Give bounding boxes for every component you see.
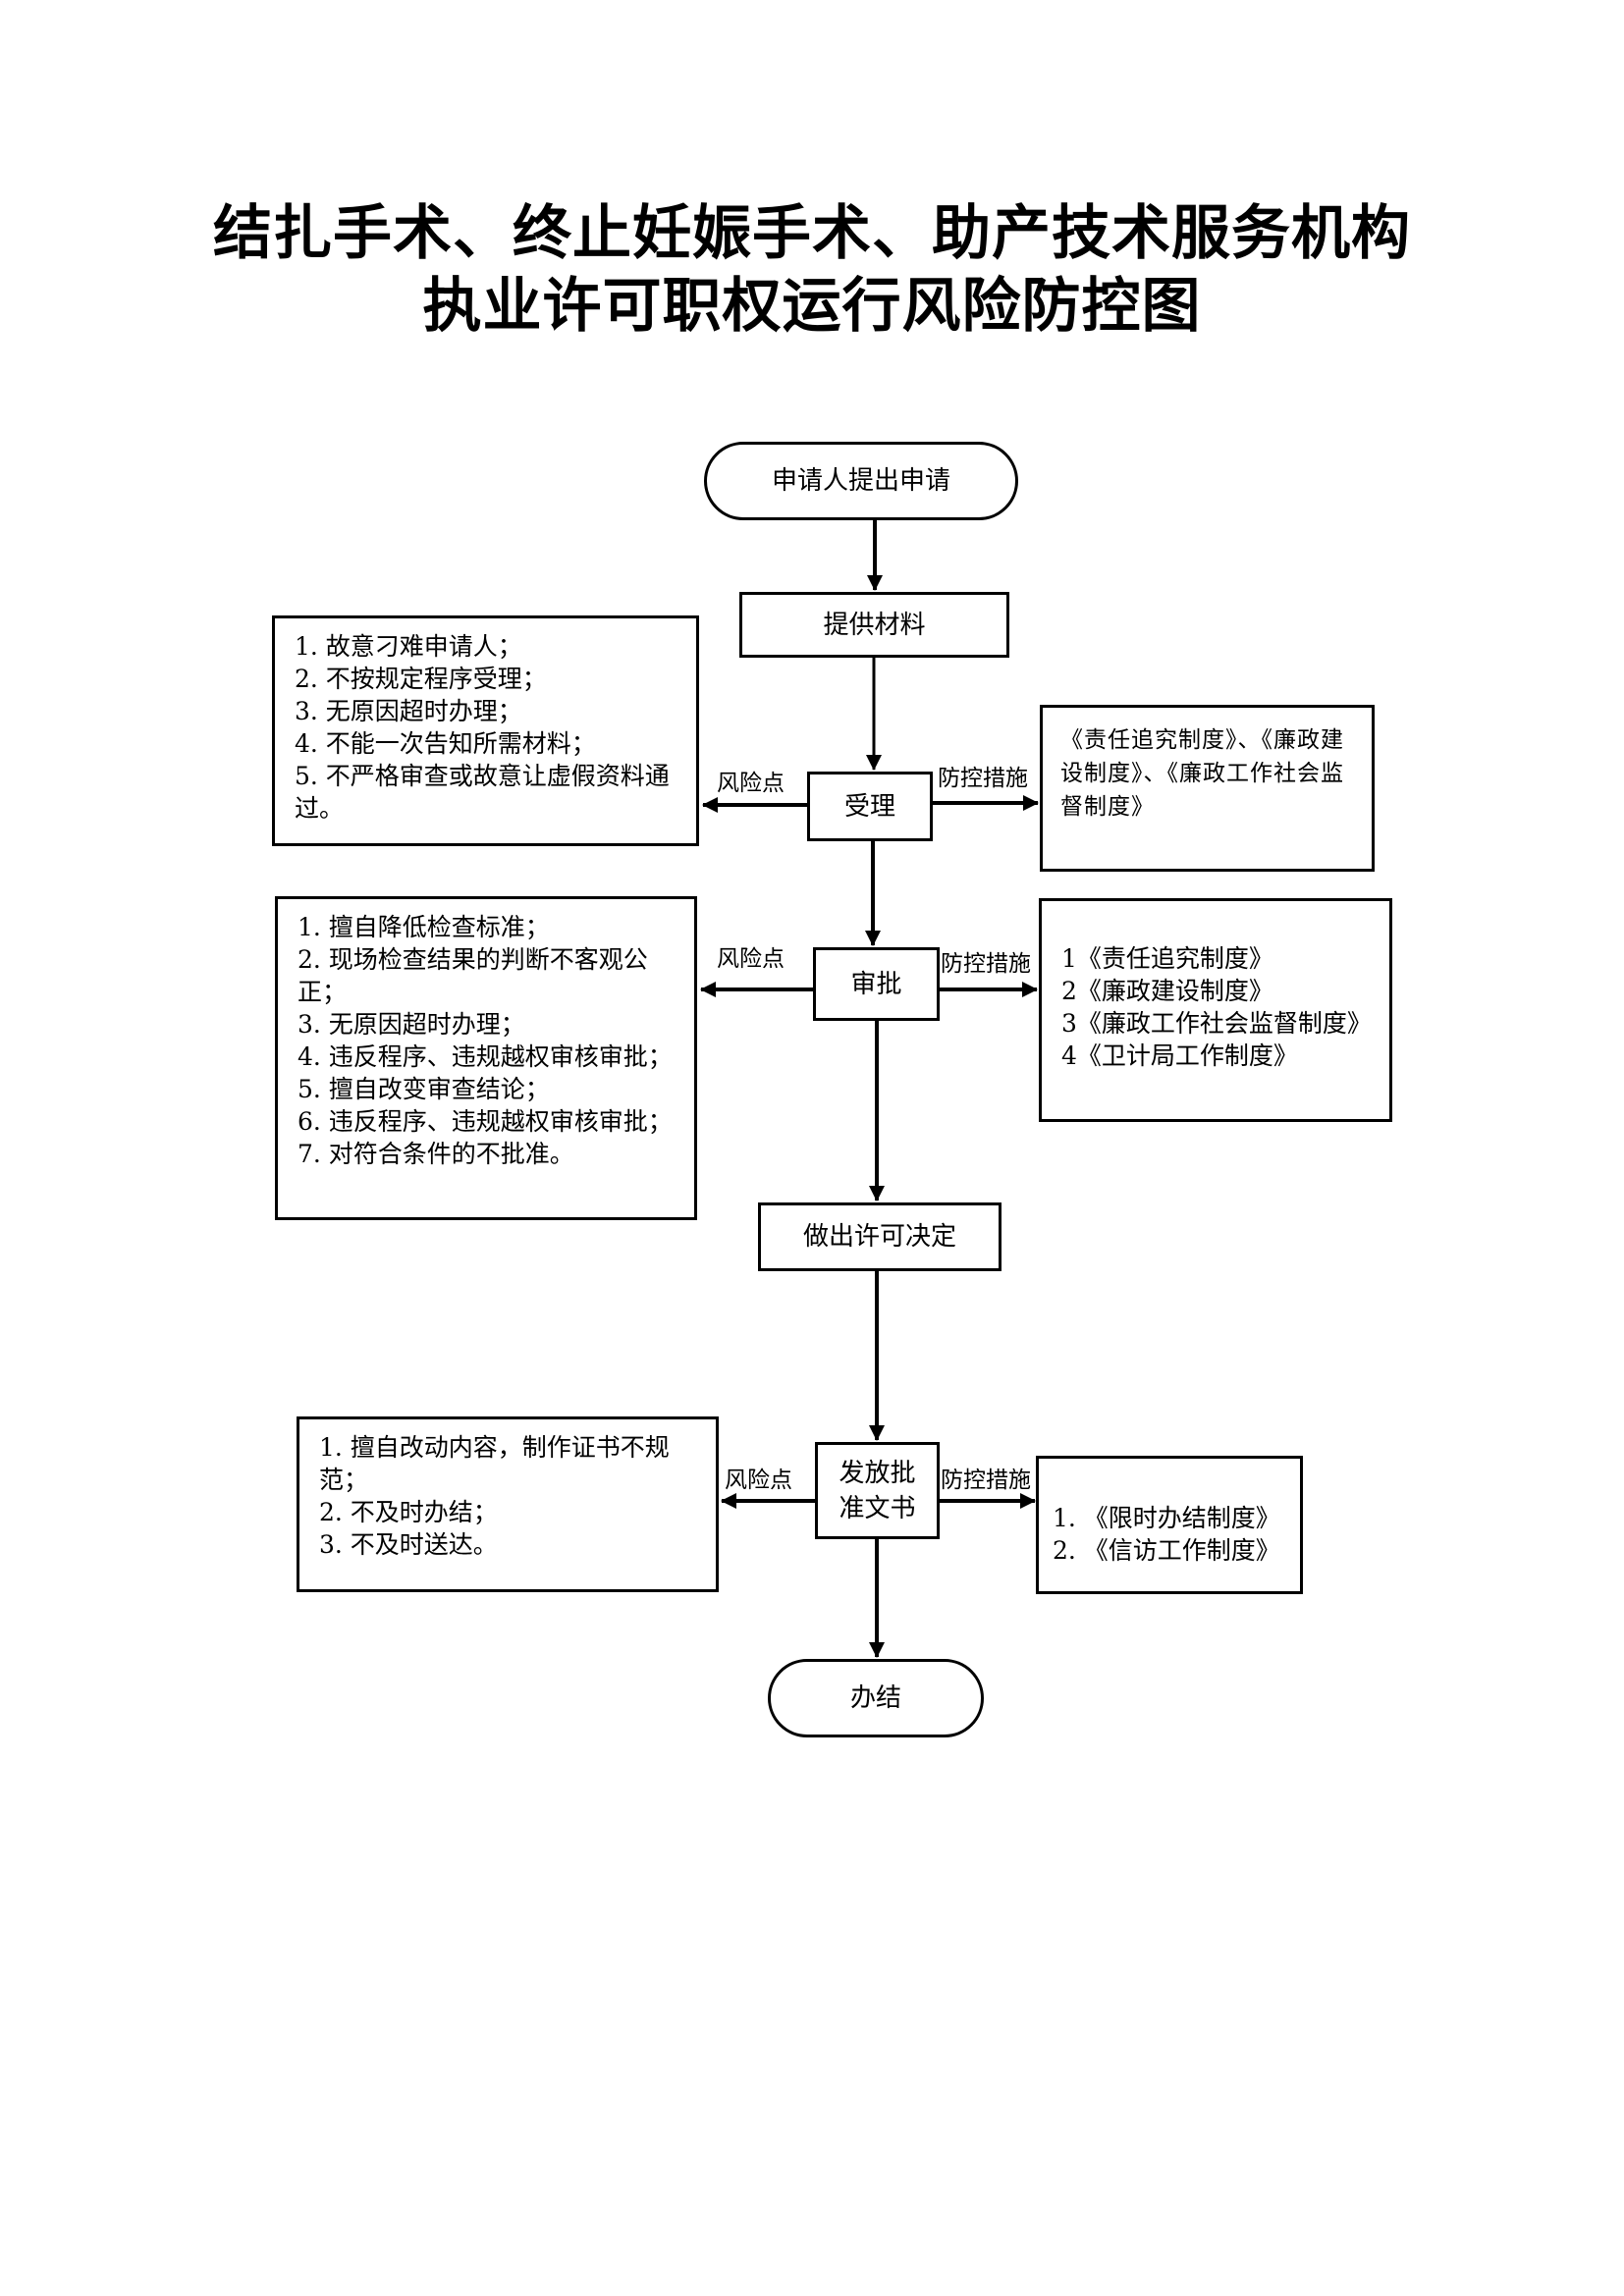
end-label: 办结: [849, 1683, 901, 1713]
risk-item: 1. 擅自改动内容，制作证书不规范；: [319, 1433, 670, 1494]
control-measures-label-issue: 防控措施: [941, 1468, 1031, 1493]
risk-item: 6. 违反程序、违规越权审核审批；: [298, 1107, 673, 1136]
risk-point-label-issue: 风险点: [725, 1468, 792, 1493]
issue-label: 发放批准文书: [839, 1458, 916, 1523]
risk-item: 4. 不能一次告知所需材料；: [295, 729, 596, 758]
page-title-line-1: 结扎手术、终止妊娠手术、助产技术服务机构: [213, 199, 1411, 268]
measure-item: 3《廉政工作社会监督制度》: [1061, 1009, 1372, 1038]
risk-item: 2. 现场检查结果的判断不客观公正；: [298, 945, 648, 1006]
provide-materials-label: 提供材料: [823, 610, 926, 640]
issue-risks-box: 1. 擅自改动内容，制作证书不规范； 2. 不及时办结； 3. 不及时送达。: [297, 1416, 719, 1592]
accept-risks-box: 1. 故意刁难申请人； 2. 不按规定程序受理； 3. 无原因超时办理； 4. …: [272, 615, 699, 846]
end-node: 办结: [768, 1659, 984, 1737]
measure-item: 2《廉政建设制度》: [1061, 977, 1273, 1005]
measure-item: 1. 《限时办结制度》: [1053, 1504, 1280, 1532]
risk-item: 4. 违反程序、违规越权审核审批；: [298, 1042, 673, 1071]
measures-text: 《责任追究制度》、《廉政建设制度》、《廉政工作社会监督制度》: [1060, 727, 1344, 820]
accept-label: 受理: [843, 791, 895, 822]
issue-node: 发放批准文书: [815, 1442, 940, 1539]
control-measures-label-review: 防控措施: [941, 951, 1031, 977]
decision-label: 做出许可决定: [802, 1222, 956, 1252]
issue-measures-box: 1. 《限时办结制度》 2. 《信访工作制度》: [1036, 1456, 1303, 1594]
risk-item: 3. 不及时送达。: [319, 1530, 498, 1559]
measure-item: 2. 《信访工作制度》: [1053, 1536, 1280, 1565]
accept-measures-box: 《责任追究制度》、《廉政建设制度》、《廉政工作社会监督制度》: [1040, 705, 1375, 872]
decision-node: 做出许可决定: [758, 1202, 1001, 1271]
risk-item: 3. 无原因超时办理；: [298, 1010, 525, 1039]
accept-node: 受理: [807, 772, 933, 841]
provide-materials-node: 提供材料: [739, 592, 1009, 658]
risk-point-label-accept: 风险点: [717, 771, 785, 796]
measure-item: 1《责任追究制度》: [1061, 944, 1273, 973]
risk-item: 5. 擅自改变审查结论；: [298, 1075, 550, 1103]
risk-item: 2. 不按规定程序受理；: [295, 665, 547, 693]
risk-item: 3. 无原因超时办理；: [295, 697, 522, 725]
review-node: 审批: [813, 947, 940, 1021]
control-measures-label-accept: 防控措施: [938, 766, 1028, 791]
risk-item: 1. 擅自降低检查标准；: [298, 913, 550, 941]
risk-point-label-review: 风险点: [717, 946, 785, 972]
review-risks-box: 1. 擅自降低检查标准； 2. 现场检查结果的判断不客观公正； 3. 无原因超时…: [275, 896, 697, 1220]
start-node: 申请人提出申请: [704, 442, 1018, 520]
risk-item: 1. 故意刁难申请人；: [295, 632, 522, 661]
page-title-line-2: 执业许可职权运行风险防控图: [422, 272, 1202, 341]
risk-item: 2. 不及时办结；: [319, 1498, 498, 1526]
start-node-label: 申请人提出申请: [771, 466, 950, 496]
review-label: 审批: [850, 969, 902, 999]
review-measures-box: 1《责任追究制度》 2《廉政建设制度》 3《廉政工作社会监督制度》 4《卫计局工…: [1039, 898, 1392, 1122]
risk-item: 5. 不严格审查或故意让虚假资料通过。: [295, 762, 670, 823]
risk-item: 7. 对符合条件的不批准。: [298, 1140, 574, 1168]
measure-item: 4《卫计局工作制度》: [1061, 1041, 1298, 1070]
